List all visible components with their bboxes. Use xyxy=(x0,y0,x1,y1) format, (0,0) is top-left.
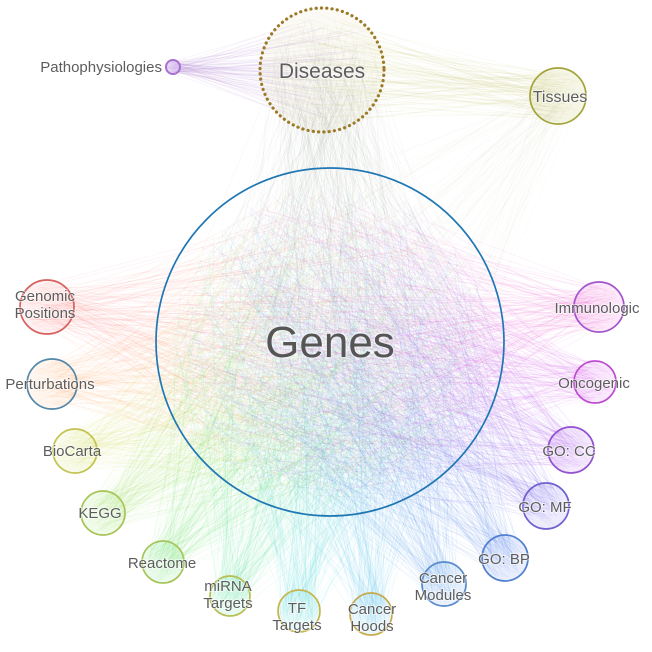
edges-pathophysiologies-to-diseases xyxy=(166,19,371,127)
node-diseases[interactable] xyxy=(258,6,386,134)
edges-perturbations-to-genes xyxy=(31,184,473,498)
node-kegg[interactable] xyxy=(80,490,126,536)
label-go-cc: GO: CC xyxy=(542,443,596,460)
node-tissues[interactable] xyxy=(529,67,587,125)
node-go-cc[interactable] xyxy=(547,426,595,474)
label-reactome: Reactome xyxy=(128,555,196,572)
label-biocarta: BioCarta xyxy=(43,443,102,460)
node-genes[interactable] xyxy=(155,167,505,517)
node-layer xyxy=(19,6,625,636)
node-mirna-targets[interactable] xyxy=(209,575,251,617)
node-cancer-modules[interactable] xyxy=(421,561,467,607)
node-biocarta[interactable] xyxy=(52,428,98,474)
label-go-mf: GO: MF xyxy=(518,499,571,516)
node-go-mf[interactable] xyxy=(522,482,570,530)
label-layer: Genes Diseases PathophysiologiesTissuesGen… xyxy=(4,58,641,636)
node-genomic-positions[interactable] xyxy=(19,279,75,335)
label-genes: Genes xyxy=(265,318,395,367)
edges-genomic-positions-to-genes xyxy=(22,192,469,489)
node-perturbations[interactable] xyxy=(26,358,78,410)
edges-immunologic-to-genes xyxy=(176,194,620,490)
node-go-bp[interactable] xyxy=(481,534,529,582)
node-immunologic[interactable] xyxy=(573,281,625,333)
node-reactome[interactable] xyxy=(141,540,185,584)
edges-go-cc-to-genes xyxy=(176,186,591,492)
node-cancer-hoods[interactable] xyxy=(349,592,393,636)
edges-mirna-targets-to-genes xyxy=(172,192,489,614)
label-immunologic: Immunologic xyxy=(554,300,640,317)
edges-tissues-to-diseases xyxy=(266,14,581,126)
node-pathophysiologies[interactable] xyxy=(165,59,181,75)
label-go-bp: GO: BP xyxy=(478,551,530,568)
node-tf-targets[interactable] xyxy=(277,589,321,633)
edges-cancer-modules-to-genes xyxy=(179,185,473,604)
edges-cancer-hoods-to-genes xyxy=(180,194,487,632)
edges-biocarta-to-genes xyxy=(55,190,488,500)
label-pathophysiologies: Pathophysiologies xyxy=(40,59,162,76)
edges-diseases-to-genes xyxy=(172,18,484,497)
label-diseases: Diseases xyxy=(279,60,365,83)
edges-go-mf-to-genes xyxy=(172,189,565,526)
label-oncogenic: Oncogenic xyxy=(558,375,630,392)
edges-kegg-to-genes xyxy=(83,188,478,533)
edges-go-bp-to-genes xyxy=(191,189,526,578)
label-tissues: Tissues xyxy=(533,89,588,106)
edges-reactome-to-genes xyxy=(144,201,480,581)
node-oncogenic[interactable] xyxy=(573,360,617,404)
label-kegg: KEGG xyxy=(78,505,121,522)
label-perturbations: Perturbations xyxy=(5,376,94,393)
